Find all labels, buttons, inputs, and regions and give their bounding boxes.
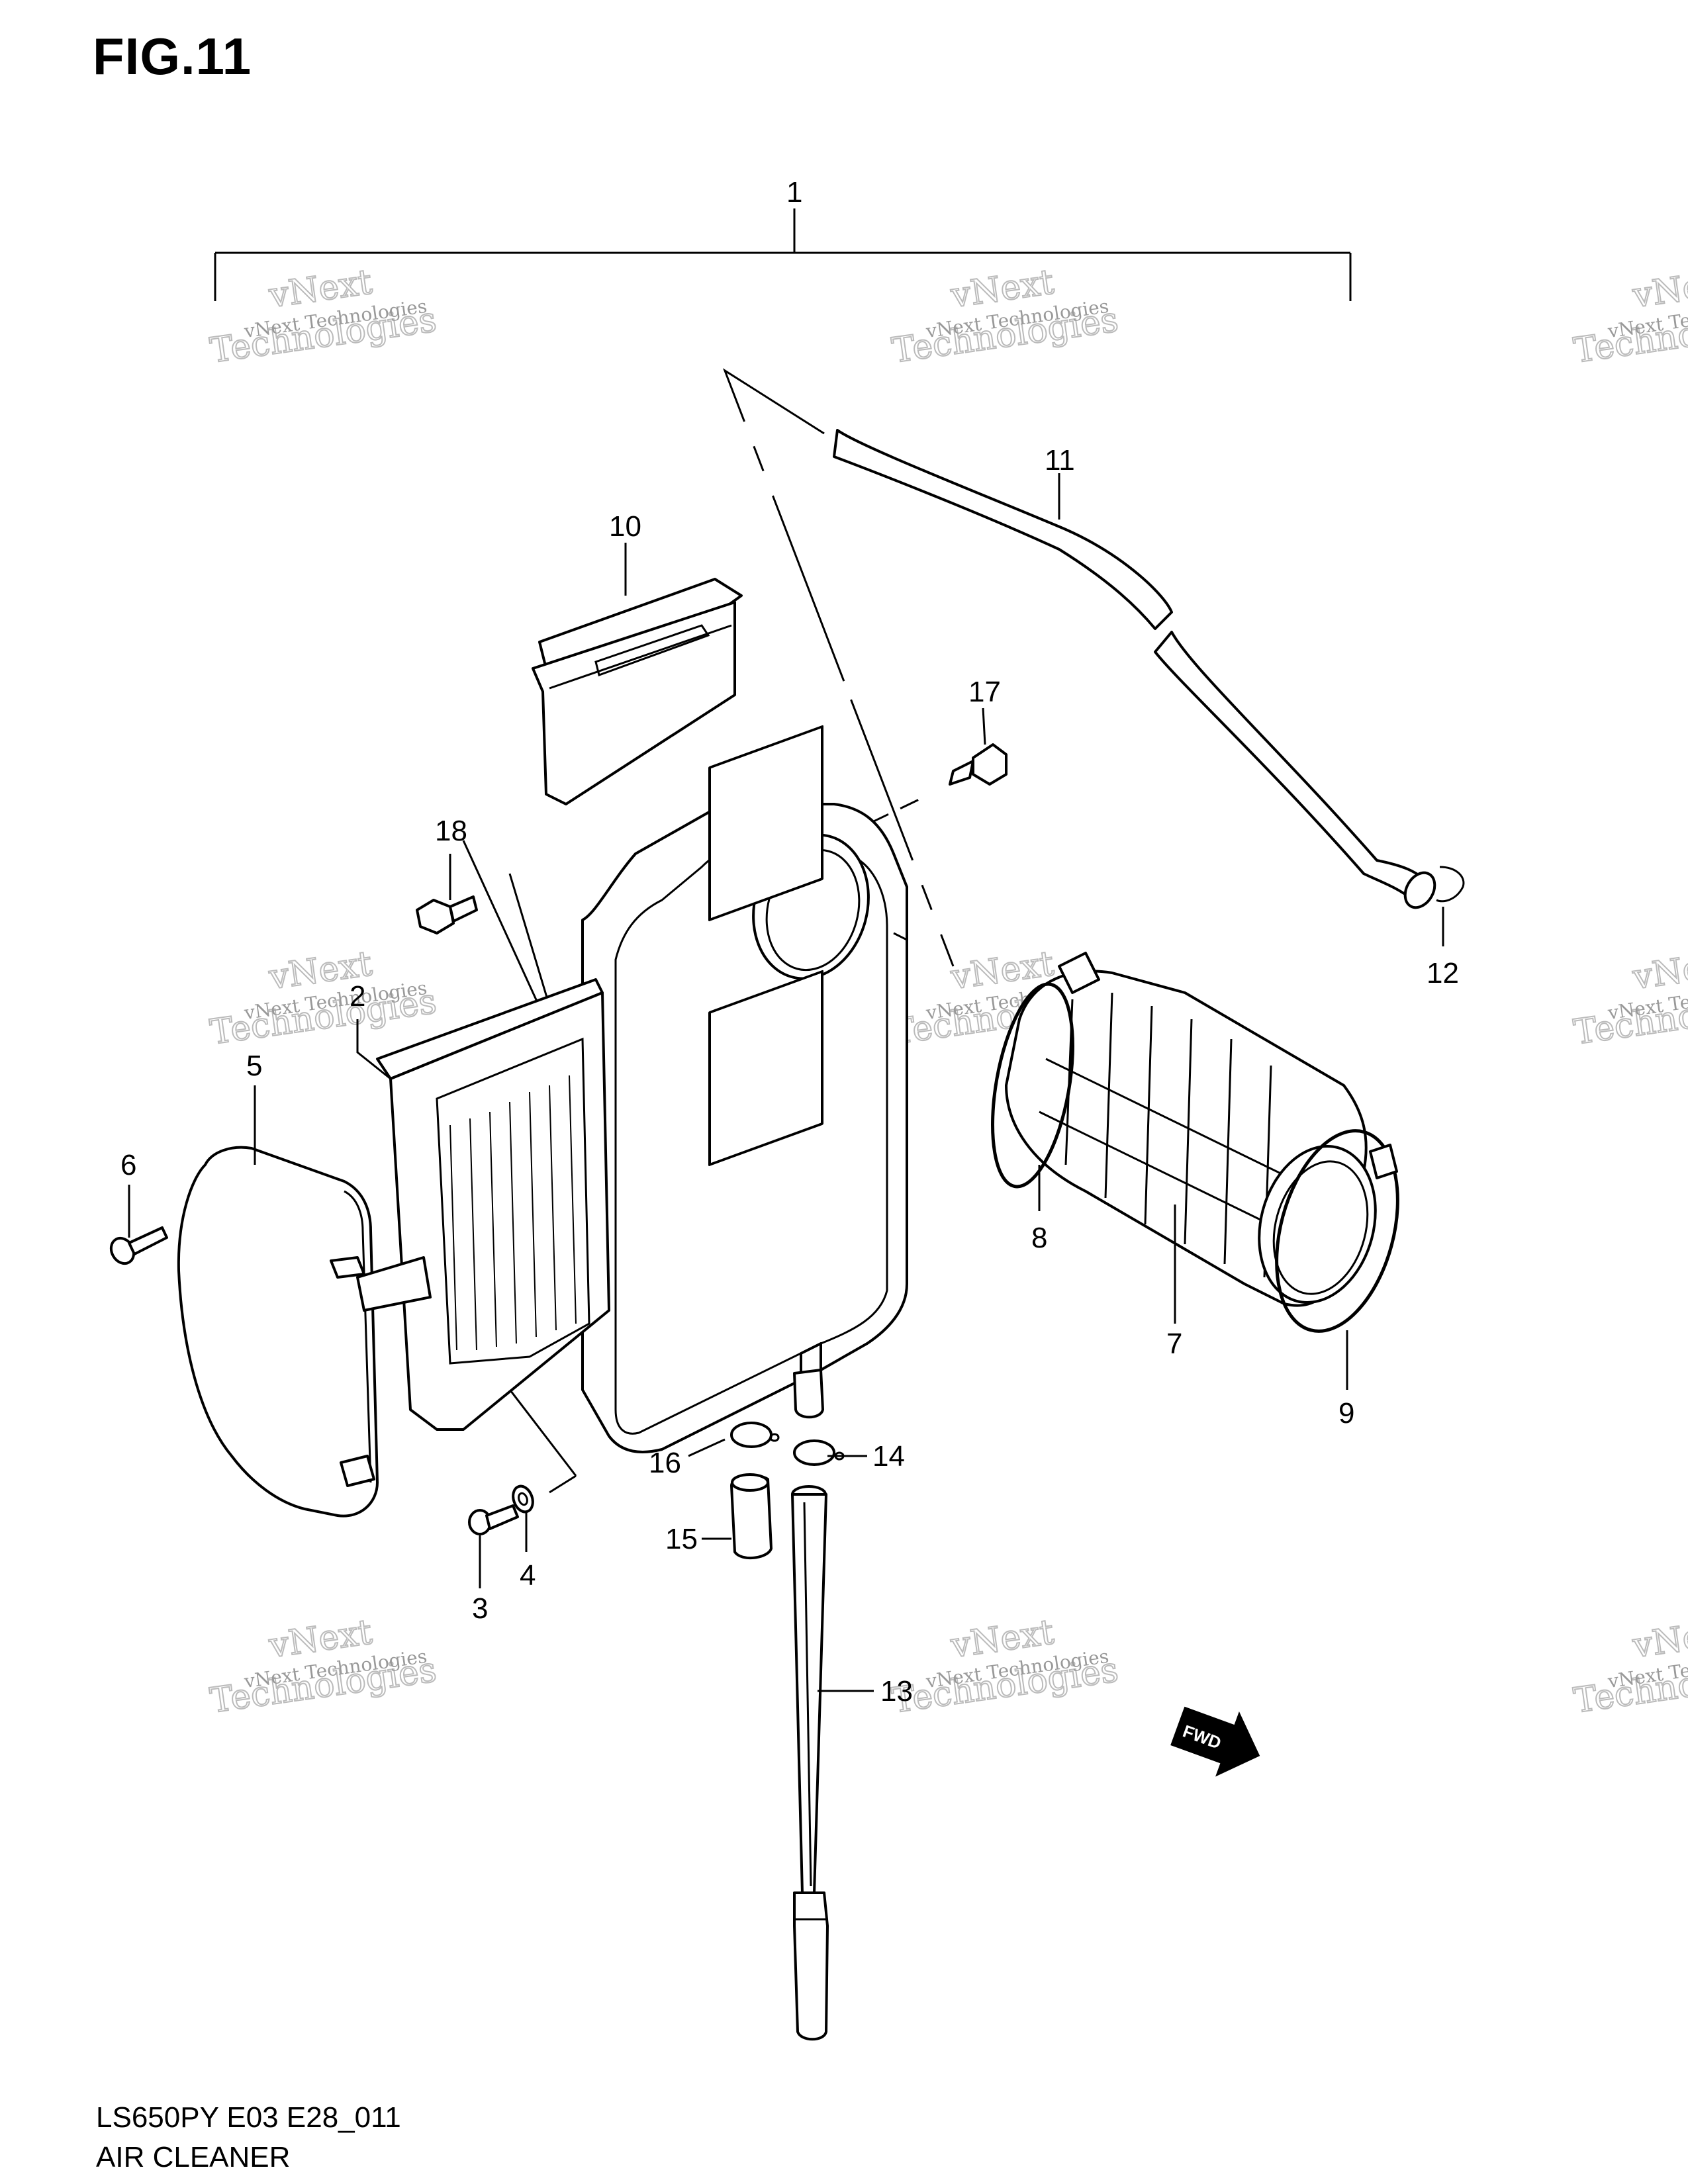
callout-10: 10 [609, 510, 641, 543]
part-5-cover [177, 1146, 432, 1518]
part-11-hose [833, 429, 1465, 909]
watermarks: vNext Technologies vNext Technologies vN… [207, 261, 1688, 1721]
part-4-washer [512, 1484, 534, 1514]
callout-1: 1 [786, 176, 802, 208]
figure-title: FIG.11 [93, 27, 252, 85]
callout-6: 6 [120, 1149, 136, 1181]
callout-2: 2 [350, 980, 365, 1013]
part-13-drain-tube [791, 1485, 829, 2041]
assembly-bracket [214, 208, 1352, 301]
watermark-vnext: vNext [1630, 1612, 1688, 1666]
callout-labels: 1 2 3 4 5 6 7 8 9 10 11 12 13 14 15 16 1… [120, 176, 1459, 1707]
watermark-vnext: vNext [1630, 944, 1688, 997]
callout-leaders [128, 473, 1444, 1692]
part-2-filter-element [376, 978, 610, 1431]
air-cleaner-case [581, 725, 908, 1453]
callout-3: 3 [472, 1592, 488, 1625]
callout-18: 18 [435, 815, 467, 847]
callout-14: 14 [872, 1440, 905, 1473]
part-16-o-ring [730, 1422, 780, 1448]
part-18-bolt [416, 895, 478, 934]
part-7-intake-boot [1005, 970, 1377, 1307]
part-8-clamp [991, 952, 1100, 1189]
callout-4: 4 [520, 1559, 536, 1592]
callout-11: 11 [1045, 444, 1075, 477]
callout-5: 5 [246, 1050, 262, 1082]
callout-16: 16 [649, 1447, 681, 1479]
assembly-name: AIR CLEANER [96, 2141, 291, 2173]
part-17-bolt [949, 743, 1008, 786]
fwd-arrow: FWD [1170, 1706, 1260, 1777]
callout-15: 15 [665, 1523, 698, 1555]
part-3-screw [468, 1504, 519, 1535]
callout-13: 13 [880, 1675, 913, 1707]
callout-17: 17 [968, 676, 1001, 708]
callout-8: 8 [1031, 1222, 1047, 1254]
part-10-intake-duct [532, 578, 743, 805]
callout-12: 12 [1427, 957, 1459, 989]
drain-fitting [793, 1369, 824, 1419]
callout-9: 9 [1338, 1397, 1354, 1430]
part-14-o-ring [793, 1439, 845, 1466]
callout-7: 7 [1166, 1328, 1182, 1360]
part-6-screw [109, 1226, 168, 1265]
part-15-plug [730, 1473, 773, 1560]
watermark-vnext: vNext [1630, 262, 1688, 316]
model-code: LS650PY E03 E28_011 [96, 2101, 401, 2134]
part-9-clamp [1275, 1129, 1399, 1333]
